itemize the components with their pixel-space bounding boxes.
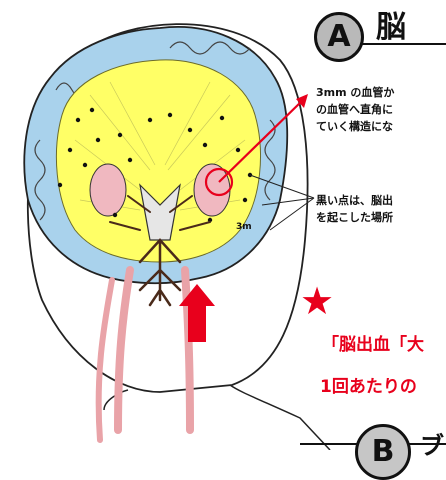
dots-note: 黒い点は、脳出 を起こした場所 bbox=[316, 192, 393, 226]
vessel-note: 3mm の血管か の血管へ直角に ていく構造にな bbox=[316, 84, 394, 135]
vessel-note-line: ていく構造にな bbox=[316, 118, 394, 135]
vessel-note-line: 3mm の血管か bbox=[316, 84, 394, 101]
section-a-title: 脳 bbox=[376, 2, 406, 46]
dots-note-line: を起こした場所 bbox=[316, 209, 393, 226]
section-b-badge: B bbox=[355, 424, 411, 480]
highlight-line-2: 1回あたりの bbox=[320, 372, 417, 397]
highlight-line-1: 「脳出血「大 bbox=[322, 330, 424, 355]
dots-note-line: 黒い点は、脳出 bbox=[316, 192, 393, 209]
neck-outline bbox=[104, 385, 330, 450]
section-b-title: ブ bbox=[420, 426, 444, 461]
callout-size-label: 3m bbox=[236, 222, 252, 232]
left-nucleus bbox=[90, 164, 126, 216]
star-icon: ★ bbox=[300, 282, 334, 320]
section-a-badge: A bbox=[314, 12, 364, 62]
vessel-note-line: の血管へ直角に bbox=[316, 101, 394, 118]
